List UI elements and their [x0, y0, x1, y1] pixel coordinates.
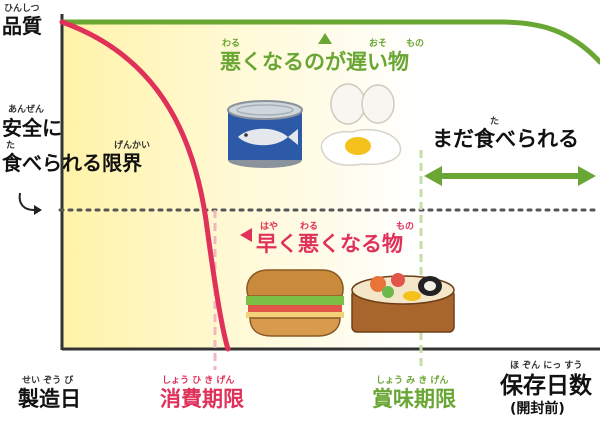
- threshold-label-line2: 食べられる限界: [2, 151, 142, 175]
- triangle-left-icon: [240, 228, 252, 242]
- x-end-ruby: ほ ぞん にっ すう: [510, 361, 583, 371]
- threshold-label-line1: 安全に: [2, 116, 62, 140]
- threshold-arrow-icon: [34, 205, 42, 215]
- fast-ruby-haya: はや: [260, 222, 279, 232]
- slow-ruby-waru: わる: [222, 39, 241, 49]
- slow-ruby-mono: もの: [406, 39, 425, 49]
- threshold-ruby-genkai: げんかい: [114, 141, 151, 151]
- best-before-ruby: しょう み き げん: [376, 376, 449, 386]
- canned-fish-icon: [227, 100, 303, 168]
- y-axis-label: 品質: [2, 14, 42, 38]
- fast-ruby-waru: わる: [300, 222, 319, 232]
- slow-ruby-oso: おそ: [369, 39, 388, 49]
- still-edible-label: まだ食べられる: [432, 127, 579, 151]
- slow-spoil-label: 悪くなるのが遅い物: [220, 50, 409, 74]
- threshold-ruby-ta: た: [6, 141, 16, 151]
- consume-by-ruby: しょう ひ き げん: [162, 376, 235, 386]
- consume-by-label: 消費期限: [160, 387, 244, 411]
- x-end-label: 保存日数: [500, 373, 592, 399]
- x-origin-label: 製造日: [18, 387, 81, 411]
- bento-box-icon: [351, 273, 455, 333]
- threshold-ruby-1: あんぜん: [8, 105, 45, 115]
- arrow-right-icon: [578, 166, 596, 186]
- eggs-icon: [320, 83, 402, 166]
- arrow-left-icon: [424, 166, 442, 186]
- y-axis-label-ruby: ひんしつ: [4, 4, 40, 14]
- fast-spoil-label: 早く悪くなる物: [256, 232, 403, 256]
- x-end-sublabel: (開封前): [510, 401, 565, 417]
- fast-ruby-mono: もの: [396, 222, 415, 232]
- slow-spoil-curve: [59, 19, 600, 65]
- triangle-up-icon: [318, 33, 332, 44]
- still-edible-ruby: た: [490, 117, 500, 127]
- sandwich-icon: [246, 269, 344, 337]
- fast-spoil-curve: [59, 19, 231, 352]
- x-origin-ruby: せい ぞう び: [22, 376, 74, 386]
- best-before-label: 賞味期限: [372, 387, 456, 411]
